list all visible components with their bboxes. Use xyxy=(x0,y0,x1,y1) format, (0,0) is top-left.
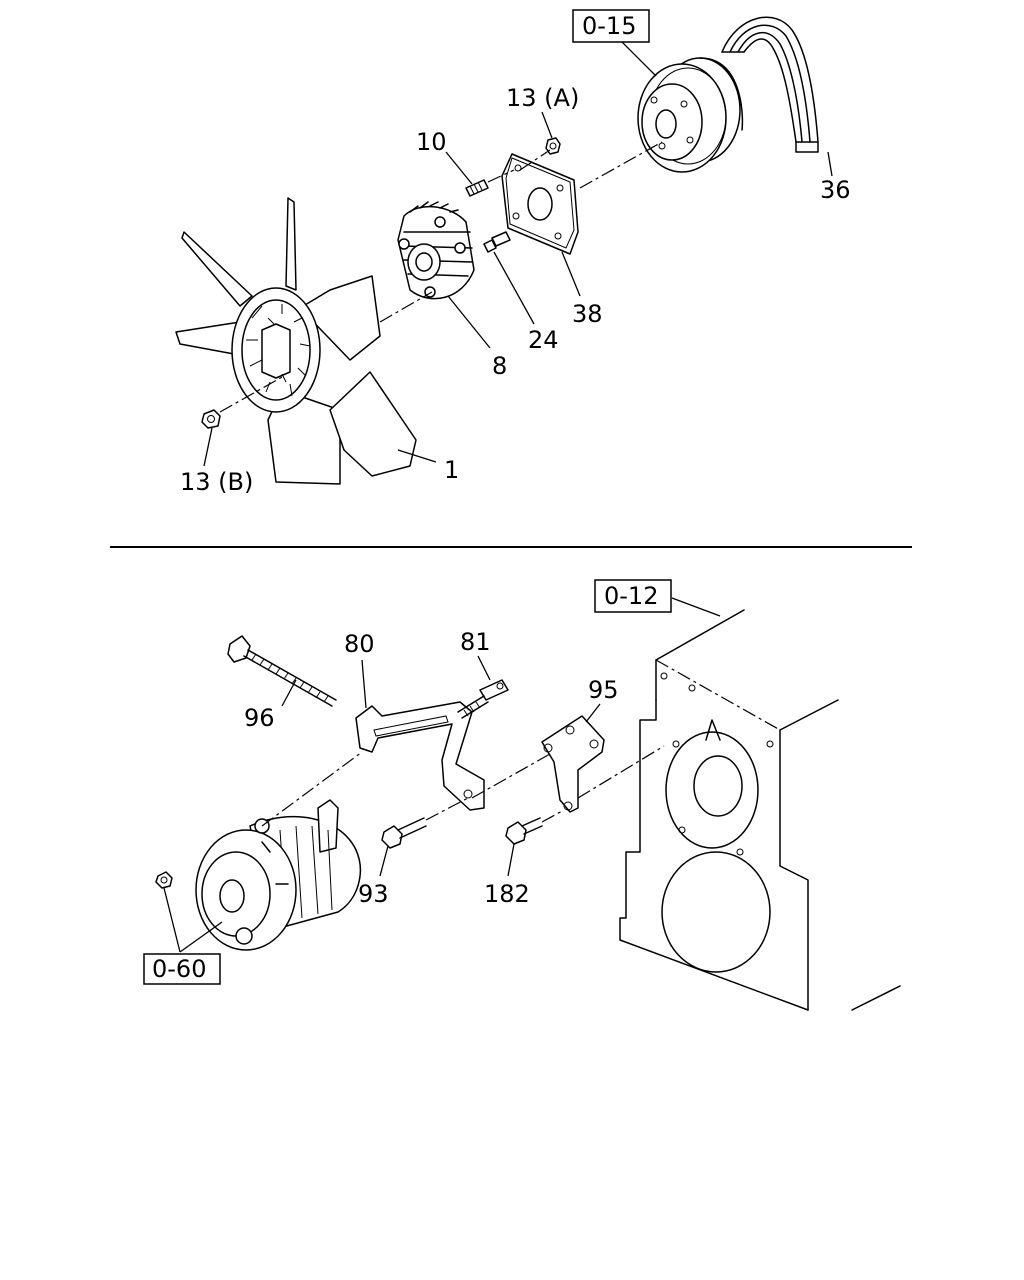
upper-centerline-nut-b xyxy=(219,375,285,413)
ref-engine-block: 0-12 xyxy=(604,582,658,610)
part-label-bolt-93: 93 xyxy=(358,880,389,908)
lower-assembly: 0-12 80 81 95 96 93 182 0-60 xyxy=(143,579,901,1011)
engine-block xyxy=(619,609,901,1011)
part-label-fan-clutch: 8 xyxy=(492,352,507,380)
leader-nut-a xyxy=(541,111,553,139)
upper-centerline-nut-a xyxy=(519,149,551,171)
upper-centerline-stud xyxy=(487,169,515,183)
part-label-stud: 10 xyxy=(416,128,447,156)
ref-alternator: 0-60 xyxy=(152,955,206,983)
bolt-182 xyxy=(505,817,543,845)
sleeve-bolt xyxy=(457,679,509,719)
alternator xyxy=(195,799,361,951)
stud xyxy=(465,179,489,197)
ref-pulley: 0-15 xyxy=(582,12,636,40)
leader-bracket-95 xyxy=(585,703,601,723)
leader-sleeve-bolt xyxy=(477,655,491,681)
long-bolt xyxy=(227,635,337,707)
lower-centerline-bolt-182 xyxy=(541,809,565,823)
lower-centerline-alternator xyxy=(261,751,363,827)
part-label-sleeve-bolt: 81 xyxy=(460,628,491,656)
part-label-spacer-plate: 38 xyxy=(572,300,603,328)
leader-engine-block xyxy=(671,597,721,617)
part-label-nut-a: 13 (A) xyxy=(506,84,579,112)
leader-fan-clutch xyxy=(447,295,491,349)
leader-spacer xyxy=(561,251,581,297)
leader-bolt-182 xyxy=(507,843,515,877)
bolt-93 xyxy=(381,817,427,849)
leader-nut-b xyxy=(203,427,213,467)
lower-centerline-engine xyxy=(577,745,665,799)
leader-bolt-93 xyxy=(379,845,389,877)
lower-centerline-bolt-93 xyxy=(425,797,469,821)
leader-fan xyxy=(397,449,437,463)
part-label-nut-b: 13 (B) xyxy=(180,468,253,496)
part-label-long-bolt: 96 xyxy=(244,704,275,732)
part-label-bracket-95: 95 xyxy=(588,676,619,704)
leader-alternator-nut xyxy=(163,887,181,953)
alternator-nut xyxy=(155,871,173,889)
part-label-belt: 36 xyxy=(820,176,851,204)
part-label-adjusting-bracket: 80 xyxy=(344,630,375,658)
ref-box-engine-block xyxy=(594,579,672,613)
leader-stud xyxy=(445,151,473,185)
part-label-bolt-24: 24 xyxy=(528,326,559,354)
bracket-95 xyxy=(541,715,605,813)
leader-bolt-24 xyxy=(493,251,535,325)
upper-assembly: 0-15 13 (A) 10 36 38 24 8 1 13 (B) xyxy=(175,9,851,496)
belt xyxy=(721,16,819,153)
fan xyxy=(175,197,417,485)
leader-pulley xyxy=(619,39,657,77)
spacer-plate xyxy=(501,153,579,255)
ref-box-alternator xyxy=(143,953,221,985)
upper-centerline-fan xyxy=(379,291,433,323)
upper-centerline-pulley xyxy=(579,141,663,189)
ref-box-pulley xyxy=(572,9,650,43)
leader-alternator xyxy=(179,921,223,953)
adjusting-bracket xyxy=(355,701,485,811)
leader-adjusting-bracket xyxy=(361,659,367,709)
pulley xyxy=(637,57,744,173)
nut-b xyxy=(201,409,221,429)
leader-belt xyxy=(827,151,833,177)
lower-centerline-bracket xyxy=(471,753,551,799)
part-label-fan: 1 xyxy=(444,456,459,484)
leader-long-bolt xyxy=(281,679,297,707)
bolt-24 xyxy=(483,231,511,253)
fan-clutch xyxy=(397,201,475,300)
part-label-bolt-182: 182 xyxy=(484,880,530,908)
